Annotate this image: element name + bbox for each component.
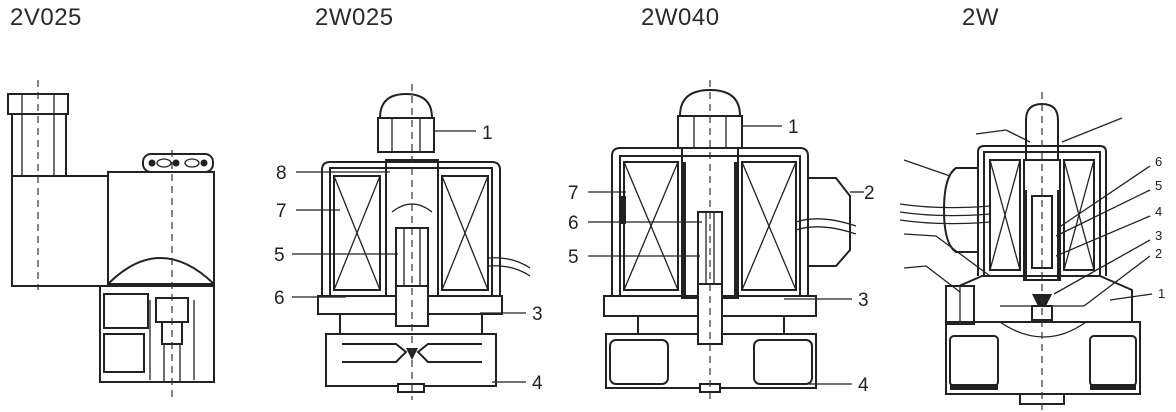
diagram-title-2w: 2W: [962, 4, 999, 31]
valve-drawing-2v025: [7, 80, 215, 400]
part-label-4: 4: [858, 375, 869, 396]
part-label-4: 4: [532, 373, 543, 394]
valve-drawing-2w: 6 5 4 3 2 1: [899, 92, 1165, 410]
part-label-1: 1: [788, 117, 799, 138]
part-label-3: 3: [532, 304, 543, 325]
part-label-2: 2: [1155, 246, 1162, 261]
part-label-6: 6: [274, 288, 285, 309]
diagram-title-2w025: 2W025: [315, 4, 394, 31]
valve-drawing-2w025: 1 8 7 5 6 3 4: [274, 84, 543, 400]
part-label-1: 1: [1158, 286, 1165, 301]
part-label-2: 2: [864, 183, 875, 204]
diagram-title-2w040: 2W040: [641, 4, 720, 31]
part-label-7: 7: [276, 201, 287, 222]
valve-drawing-2w040: 1 7 2 6 5 3 4: [568, 80, 875, 402]
part-label-8: 8: [276, 163, 287, 184]
part-label-5: 5: [274, 245, 285, 266]
part-label-6: 6: [1155, 154, 1162, 169]
part-label-1: 1: [482, 123, 493, 144]
part-label-5: 5: [1155, 178, 1162, 193]
part-label-6: 6: [568, 213, 579, 234]
part-label-4: 4: [1155, 204, 1162, 219]
part-label-5: 5: [568, 247, 579, 268]
part-label-3: 3: [858, 290, 869, 311]
diagram-title-2v025: 2V025: [10, 4, 82, 31]
part-label-3: 3: [1155, 228, 1162, 243]
part-label-7: 7: [568, 183, 579, 204]
